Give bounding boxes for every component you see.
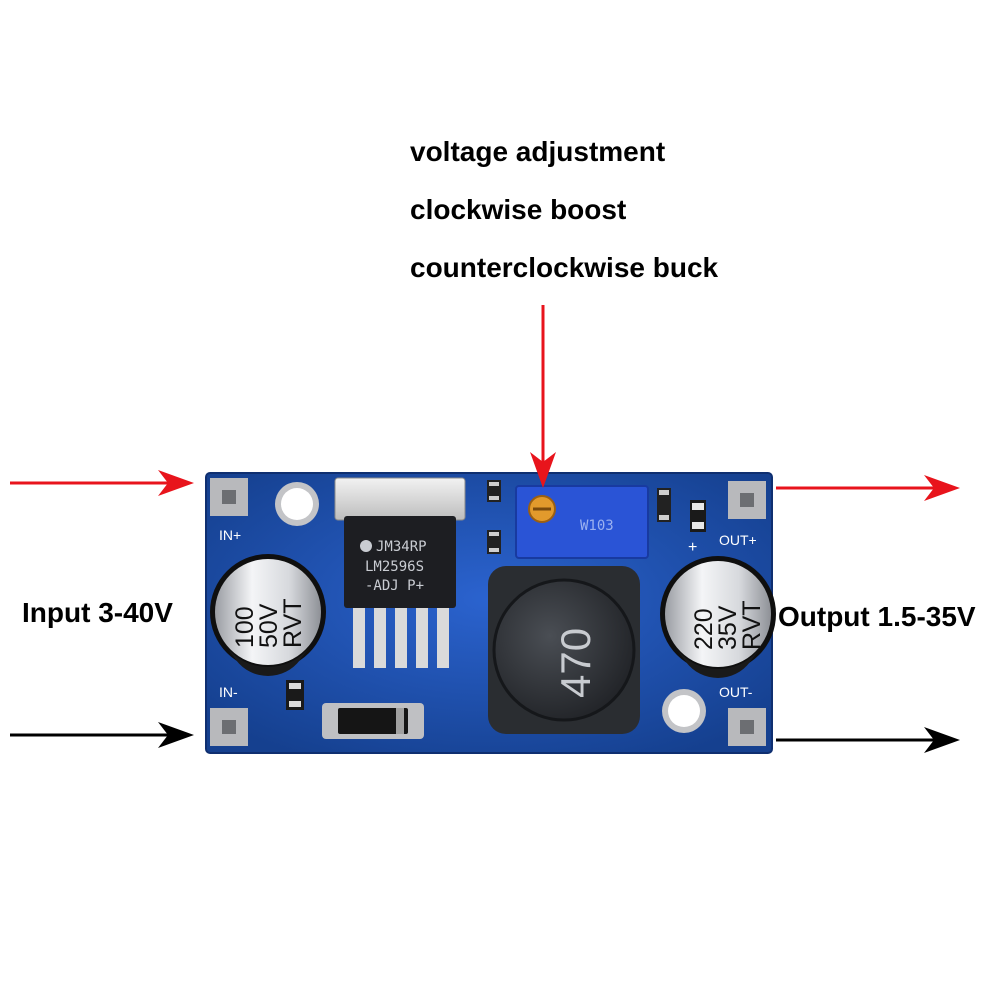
input-cap-value: 100	[231, 606, 259, 648]
output-voltage-label: Output 1.5-35V	[778, 601, 976, 632]
input-cap-voltage: 50V	[255, 603, 283, 648]
inductor-marking: 470	[552, 628, 599, 698]
input-voltage-label: Input 3-40V	[22, 597, 173, 628]
pcb-board: IN+ IN- OUT+ OUT- +	[205, 472, 776, 754]
arrow-voltage-adjust	[530, 305, 556, 488]
pot-marking: W103	[580, 518, 614, 534]
input-capacitor: 100 50V RVT	[210, 554, 326, 676]
ic-marking-line-1: JM34RP	[376, 539, 427, 555]
inductor: 470	[488, 566, 640, 734]
pad-out-plus	[728, 481, 766, 519]
annotation-line-1: voltage adjustment	[410, 136, 665, 167]
pad-in-plus	[210, 478, 248, 516]
lm2596-regulator: JM34RP LM2596S -ADJ P+	[334, 477, 466, 668]
silkscreen-out-minus: OUT-	[719, 684, 753, 700]
output-cap-voltage: 35V	[714, 605, 742, 650]
silkscreen-out-plus: OUT+	[719, 532, 757, 548]
regulator-pins	[353, 608, 449, 668]
smd-capacitor-right	[657, 488, 671, 522]
output-cap-brand: RVT	[738, 600, 766, 650]
silkscreen-plus-mark: +	[688, 539, 697, 556]
arrow-output-negative	[776, 727, 960, 753]
output-capacitor: 220 35V RVT	[660, 556, 776, 679]
silkscreen-in-minus: IN-	[219, 684, 238, 700]
ic-marking-line-3: -ADJ P+	[365, 578, 424, 594]
ic-logo	[360, 540, 372, 552]
arrow-output-positive	[776, 475, 960, 501]
potentiometer[interactable]: W103	[515, 485, 649, 559]
schottky-diode	[322, 703, 424, 739]
pad-out-minus	[728, 708, 766, 746]
annotation-line-3: counterclockwise buck	[410, 252, 719, 283]
input-cap-brand: RVT	[279, 598, 307, 648]
ic-marking-line-2: LM2596S	[365, 559, 424, 575]
annotation-line-2: clockwise boost	[410, 194, 626, 225]
arrow-input-positive	[10, 470, 194, 496]
arrow-input-negative	[10, 722, 194, 748]
pad-in-minus	[210, 708, 248, 746]
silkscreen-in-plus: IN+	[219, 527, 241, 543]
output-cap-value: 220	[690, 608, 718, 650]
